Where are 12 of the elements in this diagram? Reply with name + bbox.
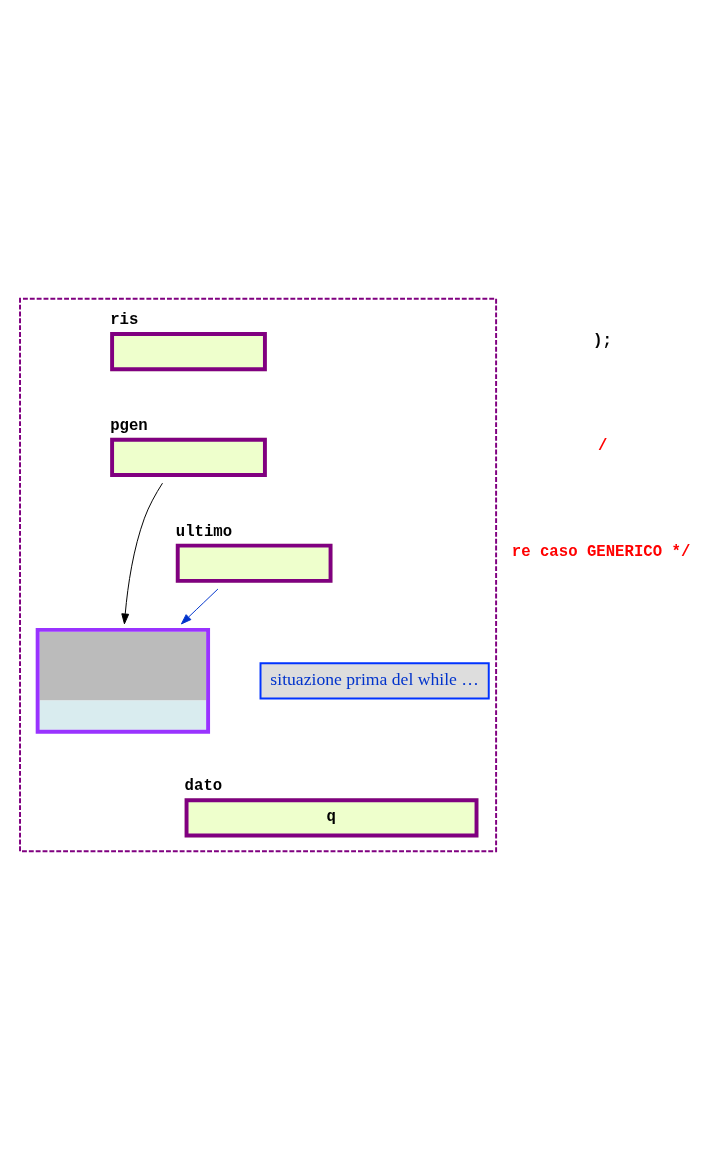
- label: );: [593, 331, 612, 350]
- cluster: [19, 297, 498, 852]
- arrow: [121, 482, 163, 624]
- node-label: ris: [110, 310, 139, 329]
- node-box: situazione prima del while …: [259, 661, 490, 699]
- node-label: ultimo: [175, 522, 233, 541]
- label: /: [597, 436, 608, 455]
- label: re caso GENERICO */: [511, 542, 691, 561]
- node-label: pgen: [110, 416, 148, 435]
- arrow: [180, 588, 219, 624]
- node-box: [35, 627, 211, 734]
- node-label: dato: [184, 776, 223, 795]
